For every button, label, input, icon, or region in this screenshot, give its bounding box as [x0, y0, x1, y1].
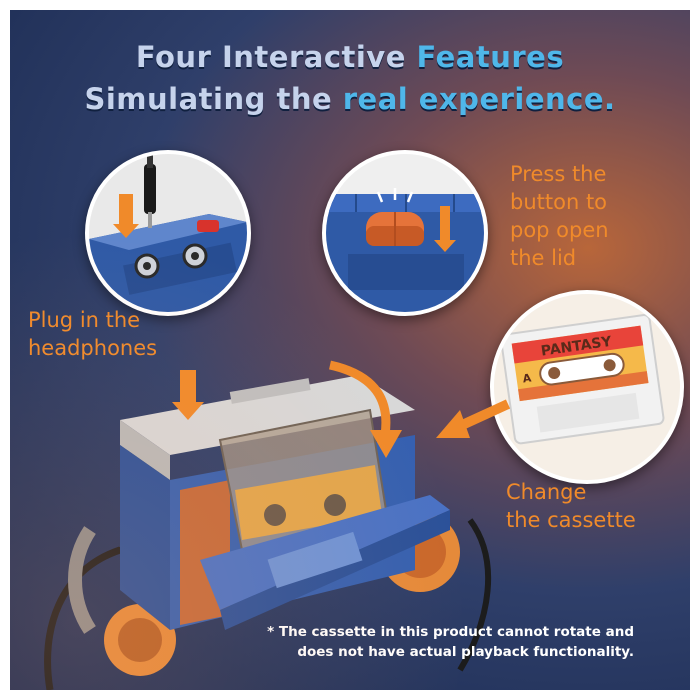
headphone-jack-illustration: [89, 154, 247, 312]
cassette-side-label: A: [522, 371, 533, 385]
headline-text: Four Interactive: [135, 40, 417, 74]
callout-line: headphones: [28, 336, 158, 360]
callout-line: the lid: [510, 246, 577, 270]
callout-line: Press the: [510, 162, 607, 186]
disclaimer-note: * The cassette in this product cannot ro…: [214, 622, 634, 662]
headphone-jack-closeup: [85, 150, 251, 316]
disclaimer-line: * The cassette in this product cannot ro…: [267, 624, 634, 640]
callout-press-button: Press the button to pop open the lid: [510, 160, 609, 272]
callout-line: button to: [510, 190, 608, 214]
pop-button-illustration: [326, 154, 484, 312]
headline-accent: real experience.: [342, 82, 616, 116]
callout-line: pop open: [510, 218, 609, 242]
headline-line-2: Simulating the real experience.: [10, 82, 690, 116]
callout-plug-headphones: Plug in the headphones: [28, 306, 157, 362]
headline-text: Simulating the: [84, 82, 343, 116]
callout-line: the cassette: [506, 508, 636, 532]
cassette-closeup: PANTASY A: [490, 290, 684, 484]
cassette-player-illustration: [44, 360, 492, 690]
disclaimer-line: does not have actual playback functional…: [297, 644, 634, 660]
headline-accent: Features: [416, 40, 565, 74]
arrow-to-player-icon: [436, 399, 510, 438]
callout-line: Change: [506, 480, 587, 504]
cassette-illustration: PANTASY A: [494, 294, 680, 480]
headline-line-1: Four Interactive Features: [10, 40, 690, 74]
product-feature-banner: Four Interactive Features Simulating the…: [10, 10, 690, 690]
pop-button-closeup: [322, 150, 488, 316]
callout-change-cassette: Change the cassette: [506, 478, 636, 534]
callout-line: Plug in the: [28, 308, 141, 332]
